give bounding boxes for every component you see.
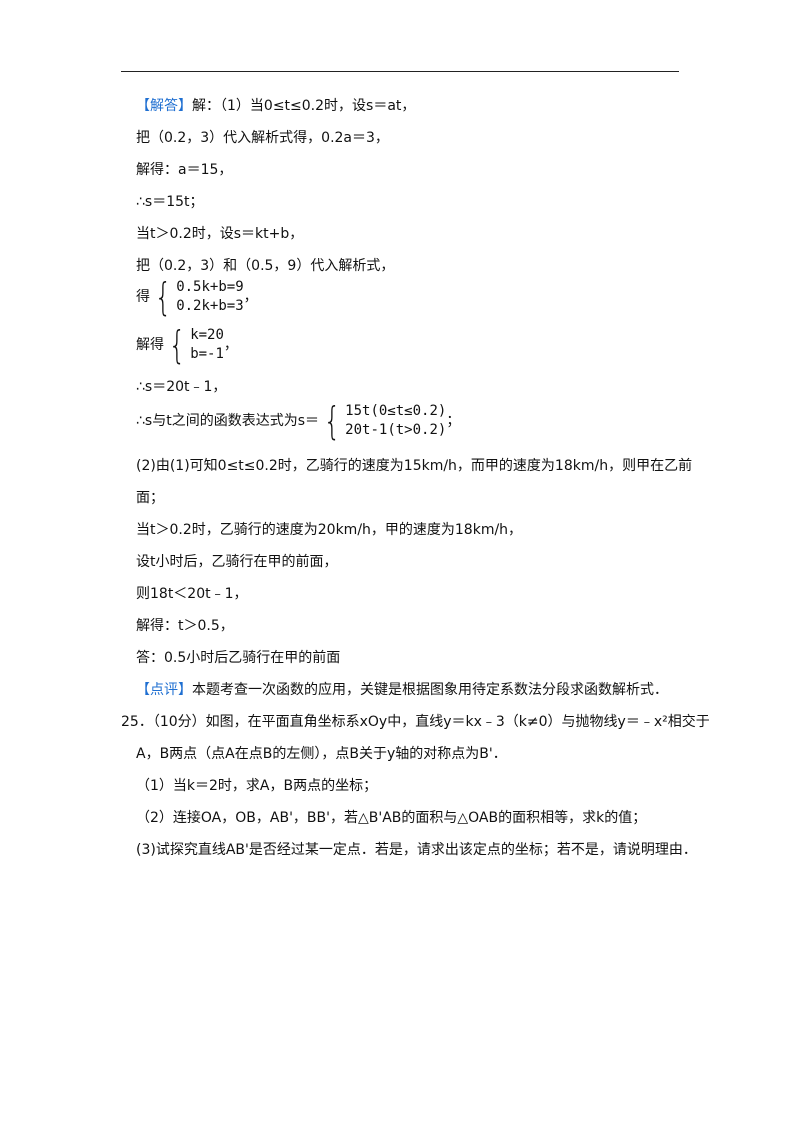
piecewise-function: ∴s与t之间的函数表达式为s＝ { 15t(0≤t≤0.2) 20t-1(t>0… <box>136 402 460 440</box>
system-2-eq-1: k=20 <box>190 327 224 343</box>
answer-tag: 【解答】 <box>136 98 192 114</box>
answer-line-3: 解得：a＝15， <box>136 162 233 178</box>
question-25-stem-1: 25．（10分）如图，在平面直角坐标系xOy中，直线y＝kx﹣3（k≠0）与抛物… <box>121 714 710 730</box>
equation-system-1: 得 { 0.5k+b=9 0.2k+b=3 ， <box>136 278 258 316</box>
comment-line: 【点评】本题考查一次函数的应用，关键是根据图象用待定系数法分段求函数解析式． <box>136 681 668 699</box>
answer-line-9: ∴s＝20t﹣1， <box>136 379 227 395</box>
piecewise-case-2: 20t-1(t>0.2) <box>345 422 447 438</box>
header-rule <box>121 71 679 72</box>
answer-line-2: 把（0.2，3）代入解析式得，0.2a＝3， <box>136 130 389 146</box>
question-25-part-2: （2）连接OA，OB，AB'，BB'，若△B'AB的面积与△OAB的面积相等，求… <box>136 810 647 826</box>
answer-text-1: 解：（1）当0≤t≤0.2时，设s＝at， <box>192 98 416 114</box>
piecewise-case-1: 15t(0≤t≤0.2) <box>345 403 447 419</box>
answer-line-4: ∴s＝15t； <box>136 194 204 210</box>
comment-tag: 【点评】 <box>136 682 192 698</box>
answer-line-14: 设t小时后，乙骑行在甲的前面， <box>136 554 338 570</box>
system-2-prefix: 解得 <box>136 337 164 353</box>
answer-line-15: 则18t＜20t﹣1， <box>136 586 248 602</box>
answer-line-17: 答：0.5小时后乙骑行在甲的前面 <box>136 650 341 666</box>
answer-line-11: (2)由(1)可知0≤t≤0.2时，乙骑行的速度为15km/h，而甲的速度为18… <box>136 458 693 474</box>
question-25-stem-2: A，B两点（点A在点B的左侧），点B关于y轴的对称点为B'． <box>136 746 507 762</box>
answer-line-13: 当t＞0.2时，乙骑行的速度为20km/h，甲的速度为18km/h， <box>136 522 523 538</box>
answer-line-6: 把（0.2，3）和（0.5，9）代入解析式， <box>136 258 395 274</box>
system-1-prefix: 得 <box>136 289 150 305</box>
system-1-eq-2: 0.2k+b=3 <box>176 298 244 314</box>
question-25-part-1: （1）当k＝2时，求A，B两点的坐标； <box>136 778 378 794</box>
piecewise-suffix: ； <box>446 413 461 429</box>
answer-line-12: 面； <box>136 490 164 506</box>
answer-line-5: 当t＞0.2时，设s＝kt+b， <box>136 226 304 242</box>
system-2-suffix: ， <box>223 337 238 353</box>
left-brace-icon: { <box>323 399 341 443</box>
answer-line-1: 【解答】解：（1）当0≤t≤0.2时，设s＝at， <box>136 97 415 115</box>
system-1-suffix: ， <box>243 289 258 305</box>
comment-text: 本题考查一次函数的应用，关键是根据图象用待定系数法分段求函数解析式． <box>192 682 668 698</box>
answer-line-16: 解得：t＞0.5， <box>136 618 234 634</box>
question-25-part-3: (3)试探究直线AB'是否经过某一定点．若是，请求出该定点的坐标；若不是，请说明… <box>136 842 697 858</box>
equation-system-2: 解得 { k=20 b=-1 ， <box>136 326 238 364</box>
system-2-eq-2: b=-1 <box>190 346 224 362</box>
left-brace-icon: { <box>168 323 186 367</box>
left-brace-icon: { <box>154 275 172 319</box>
piecewise-prefix: ∴s与t之间的函数表达式为s＝ <box>136 413 319 429</box>
system-1-eq-1: 0.5k+b=9 <box>176 279 244 295</box>
